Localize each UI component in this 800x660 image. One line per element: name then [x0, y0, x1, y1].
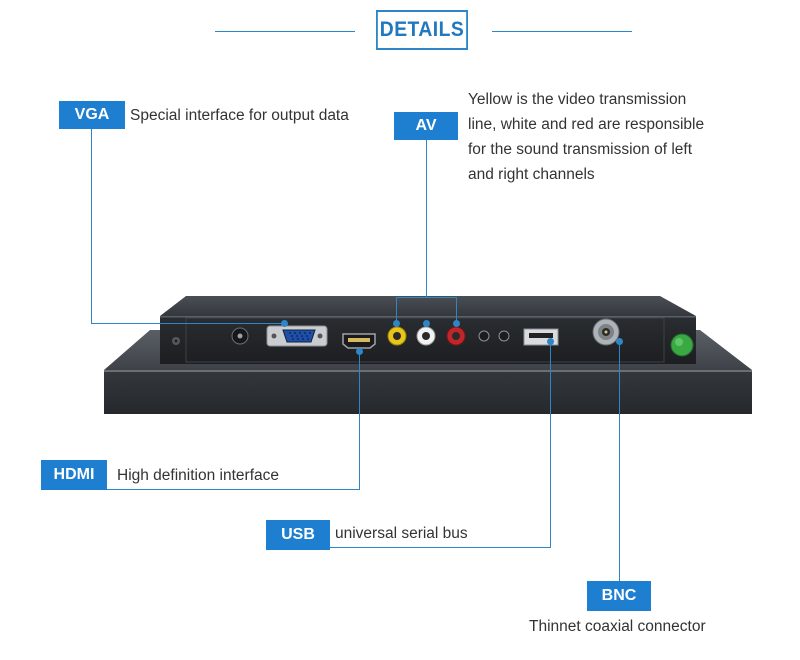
bnc-leader-vertical	[619, 341, 620, 581]
av-leader-vertical	[426, 140, 427, 298]
hdmi-leader-vertical	[359, 352, 360, 490]
vga-description: Special interface for output data	[130, 107, 349, 124]
usb-tag: USB	[266, 520, 330, 550]
bnc-connector-icon	[592, 318, 620, 346]
vga-port-icon	[266, 325, 328, 347]
av-tag: AV	[394, 112, 458, 140]
bnc-tag: BNC	[587, 581, 651, 611]
vga-leader-vertical	[91, 128, 92, 324]
hdmi-leader-dot	[356, 348, 363, 355]
vga-leader-horizontal	[91, 323, 284, 324]
hdmi-port-icon	[342, 333, 376, 349]
usb-description: universal serial bus	[335, 525, 468, 542]
usb-leader-vertical	[550, 342, 551, 548]
page-title: DETAILS	[376, 10, 468, 50]
header-rule-right	[492, 31, 632, 32]
av-jacks	[387, 326, 466, 346]
usb-leader-horizontal	[305, 547, 551, 548]
av-leader-left-drop	[396, 297, 397, 323]
power-button-icon	[670, 333, 694, 357]
av-description-line-3: for the sound transmission of left	[468, 141, 693, 158]
av-description-line-2: line, white and red are responsible	[468, 116, 705, 133]
av-description-line-4: and right channels	[468, 166, 595, 183]
vga-tag: VGA	[59, 101, 125, 129]
av-leader-right-drop	[456, 297, 457, 323]
av-red-jack-icon	[446, 326, 466, 346]
bnc-leader-dot	[616, 338, 623, 345]
av-description-line-1: Yellow is the video transmission	[468, 91, 687, 108]
dc-power-jack-icon	[231, 327, 249, 345]
av-description: Yellow is the video transmission line, w…	[468, 87, 768, 187]
header-rule-left	[215, 31, 355, 32]
av-white-jack-icon	[416, 326, 436, 346]
hdmi-leader-horizontal	[104, 489, 360, 490]
usb-leader-dot	[547, 338, 554, 345]
av-yellow-jack-icon	[387, 326, 407, 346]
bnc-description: Thinnet coaxial connector	[529, 618, 706, 635]
control-buttons	[478, 330, 510, 342]
av-red-dot	[453, 320, 460, 327]
av-leader-bracket	[396, 297, 457, 298]
hdmi-description: High definition interface	[117, 467, 279, 484]
av-yellow-dot	[393, 320, 400, 327]
vga-leader-dot	[281, 320, 288, 327]
av-white-dot	[423, 320, 430, 327]
hdmi-tag: HDMI	[41, 460, 107, 490]
